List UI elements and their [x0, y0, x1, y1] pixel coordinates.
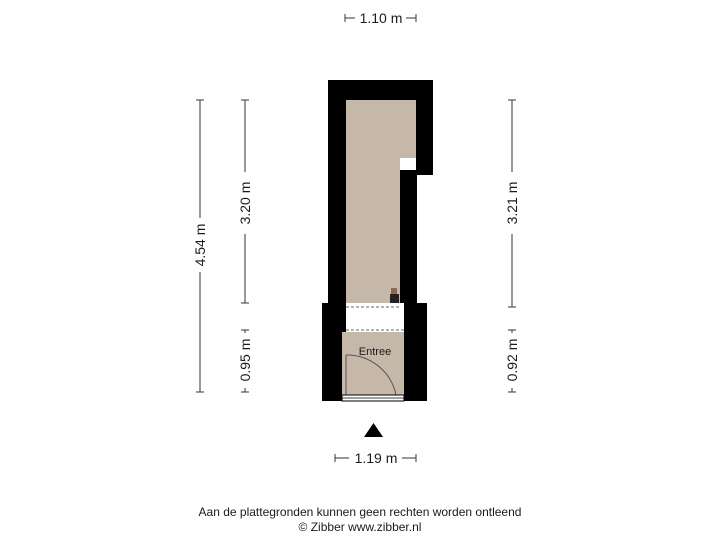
dim-label-left-upper: 3.20 m — [237, 182, 253, 225]
footer-copyright: © Zibber www.zibber.nl — [298, 520, 422, 534]
dim-label-total-height: 4.54 m — [192, 224, 208, 267]
dim-label-right-upper: 3.21 m — [504, 182, 520, 225]
floor-entree — [342, 332, 404, 395]
wall-fixture-icon — [390, 288, 399, 303]
walls — [322, 80, 433, 401]
entrance-arrow-icon — [364, 423, 383, 437]
floors — [342, 100, 416, 395]
wall-lower-right — [404, 303, 427, 401]
dim-label-bottom-width: 1.19 m — [355, 450, 398, 466]
doorway-gap — [346, 303, 400, 332]
footer-disclaimer: Aan de plattegronden kunnen geen rechten… — [198, 505, 522, 519]
dim-label-left-lower: 0.95 m — [237, 339, 253, 382]
wall-upper — [328, 80, 433, 303]
wall-lower-left — [322, 303, 346, 401]
dim-label-right-lower: 0.92 m — [504, 339, 520, 382]
room-label-entree: Entree — [359, 346, 391, 358]
dim-label-top-width: 1.10 m — [360, 10, 403, 26]
floor-upper-room — [346, 100, 416, 303]
dimension-lines — [196, 14, 516, 462]
